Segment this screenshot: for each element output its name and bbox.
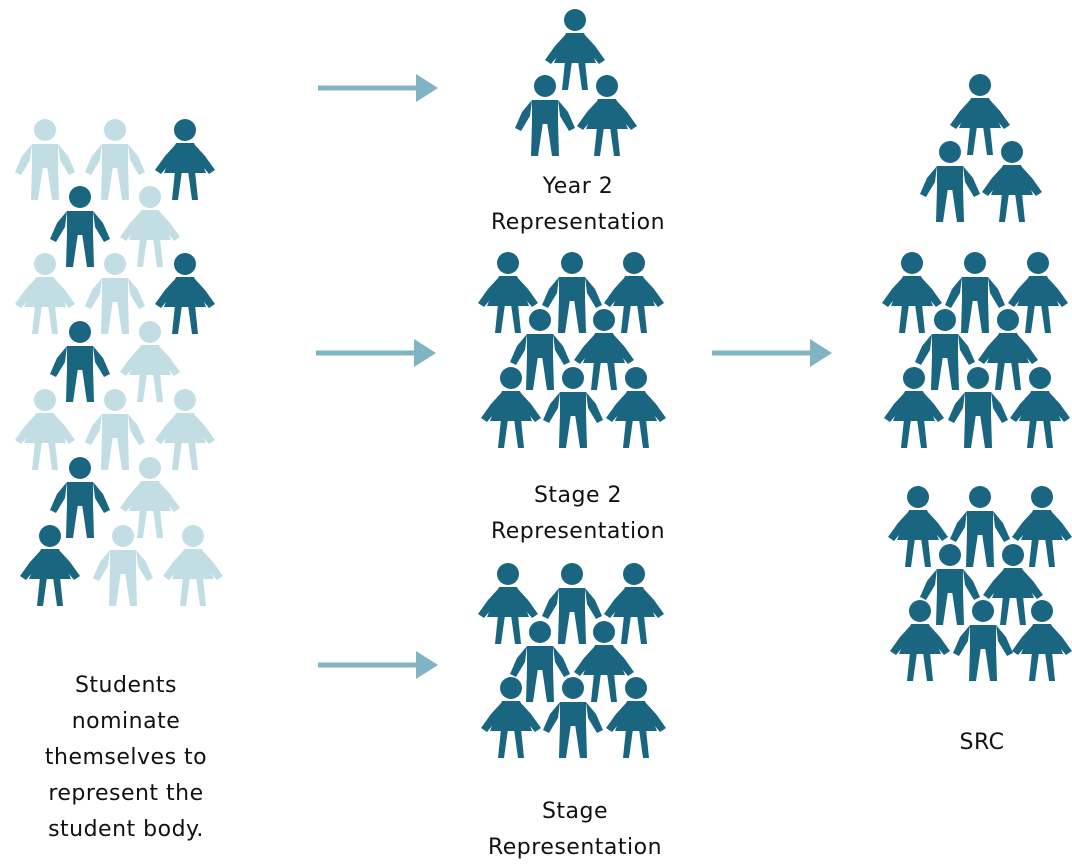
person-girl-icon (950, 74, 1010, 155)
person-boy-icon (50, 321, 110, 402)
person-boy-icon (50, 457, 110, 538)
person-girl-icon (163, 525, 223, 606)
stage2-group (478, 252, 666, 448)
arrow-right-icon (712, 339, 832, 367)
label-line: Students (74, 673, 178, 698)
person-girl-icon (882, 252, 942, 333)
person-boy-icon (542, 563, 602, 644)
label-line: student body. (48, 817, 204, 842)
year2-group (515, 9, 637, 156)
person-girl-icon (120, 186, 180, 267)
stage-representation-label: Stage Representation (450, 794, 700, 866)
student-crowd (15, 119, 223, 606)
label-line: Year 2 (542, 174, 614, 199)
arrow-right-icon (318, 651, 438, 679)
label-line: nominate (71, 709, 181, 734)
person-girl-icon (15, 389, 75, 470)
arrow-right-icon (316, 339, 436, 367)
arrow-right-icon (318, 74, 438, 102)
label-line: SRC (959, 730, 1005, 755)
person-girl-icon (155, 119, 215, 200)
person-girl-icon (15, 253, 75, 334)
person-boy-icon (85, 119, 145, 200)
person-girl-icon (545, 9, 605, 90)
src-group (882, 74, 1072, 681)
stage-group (478, 563, 666, 758)
label-line: represent the (48, 781, 204, 806)
person-boy-icon (93, 525, 153, 606)
person-girl-icon (155, 253, 215, 334)
year2-representation-label: Year 2 Representation (458, 169, 698, 241)
stage2-representation-label: Stage 2 Representation (458, 478, 698, 550)
src-label: SRC (900, 725, 1064, 761)
label-line: themselves to (44, 745, 208, 770)
person-girl-icon (478, 252, 538, 333)
person-girl-icon (478, 563, 538, 644)
label-line: Representation (487, 835, 663, 860)
person-girl-icon (120, 321, 180, 402)
label-line: Representation (490, 519, 666, 544)
label-line: Stage 2 (533, 483, 623, 508)
person-boy-icon (542, 252, 602, 333)
label-line: Representation (490, 210, 666, 235)
person-boy-icon (85, 389, 145, 470)
person-girl-icon (155, 389, 215, 470)
person-boy-icon (85, 253, 145, 334)
person-boy-icon (15, 119, 75, 200)
person-boy-icon (50, 186, 110, 267)
label-line: Stage (541, 799, 609, 824)
students-nominate-label: Students nominate themselves to represen… (10, 668, 242, 848)
person-girl-icon (120, 457, 180, 538)
person-girl-icon (888, 486, 948, 567)
